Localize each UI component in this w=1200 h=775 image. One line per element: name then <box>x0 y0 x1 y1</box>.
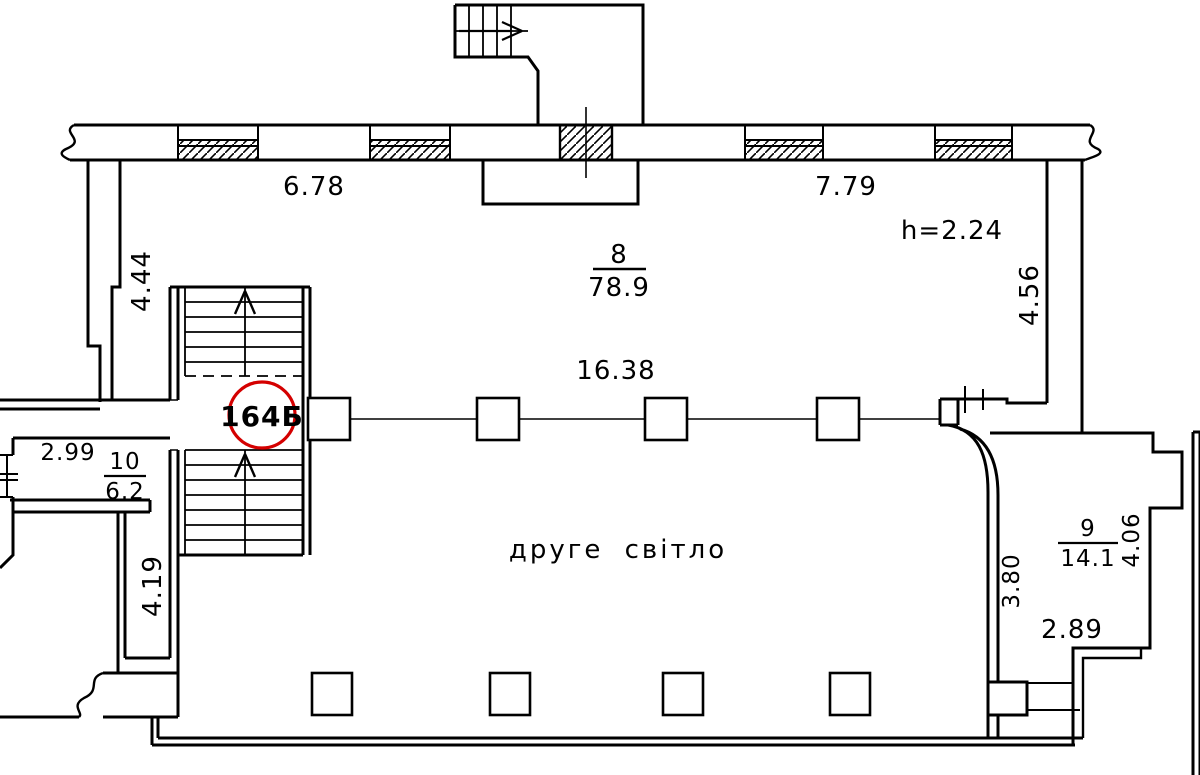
column <box>815 396 861 442</box>
room10-number: 10 <box>109 449 140 475</box>
unit-badge-label: 164Б <box>220 400 304 433</box>
stair-up-arrow <box>233 290 257 315</box>
column <box>488 671 532 717</box>
column <box>661 671 705 717</box>
unit-badge-circle <box>227 380 297 450</box>
door-tick-marks <box>964 386 984 413</box>
wall-break-right <box>1084 123 1102 162</box>
stair-treads-lower <box>184 449 303 555</box>
room8-number: 8 <box>610 240 628 270</box>
wall-break-left <box>60 123 76 162</box>
left-walls <box>0 160 178 745</box>
unit-badge: 164Б <box>220 380 304 450</box>
stair-up-arrow <box>233 453 257 478</box>
stairwell <box>168 285 312 717</box>
annotations: 6.78 7.79 h=2.24 8 78.9 16.38 4.44 4.56 … <box>40 172 1145 645</box>
column <box>828 671 872 717</box>
mid-columns <box>306 396 941 442</box>
dim-top-right-window: 7.79 <box>815 172 877 202</box>
bottom-columns <box>310 671 872 717</box>
top-exterior-wall <box>60 107 1102 178</box>
column <box>306 396 352 442</box>
room8-area: 78.9 <box>588 273 650 303</box>
room10-door <box>0 454 18 498</box>
vestibule-niche <box>481 160 640 206</box>
dim-left-corridor: 4.19 <box>138 555 168 617</box>
room10-area: 6.2 <box>105 479 145 505</box>
right-walls <box>938 160 1200 775</box>
window-opening <box>177 125 259 160</box>
entrance-stairs <box>453 3 645 125</box>
curved-wall <box>947 423 1000 682</box>
room9-doorway-lines <box>1027 682 1080 711</box>
room9-number: 9 <box>1080 516 1096 542</box>
dim-room9-right: 4.06 <box>1119 512 1145 567</box>
dim-room9-left: 3.80 <box>999 553 1025 608</box>
hatched-pier <box>558 107 614 178</box>
dim-room9-bottom: 2.89 <box>1041 615 1103 645</box>
dim-top-left-window: 6.78 <box>283 172 345 202</box>
dim-room10-width: 2.99 <box>40 440 95 466</box>
room9-area: 14.1 <box>1060 546 1115 572</box>
column <box>310 671 354 717</box>
height-note: h=2.24 <box>901 216 1003 246</box>
column <box>643 396 689 442</box>
window-opening <box>934 125 1013 160</box>
dim-left-upper: 4.44 <box>127 250 157 312</box>
dim-hall-width: 16.38 <box>576 356 655 386</box>
stair-treads-upper <box>184 287 303 376</box>
room9-pier <box>986 680 1029 717</box>
window-opening <box>744 125 824 160</box>
column <box>475 396 521 442</box>
wall-break-bottom-left <box>76 671 104 718</box>
window-opening <box>369 125 451 160</box>
dim-right-upper: 4.56 <box>1015 264 1045 326</box>
entrance-stair-arrow <box>459 20 523 42</box>
bottom-exterior-wall <box>152 736 1083 747</box>
second-light-note: друге світло <box>509 535 727 565</box>
